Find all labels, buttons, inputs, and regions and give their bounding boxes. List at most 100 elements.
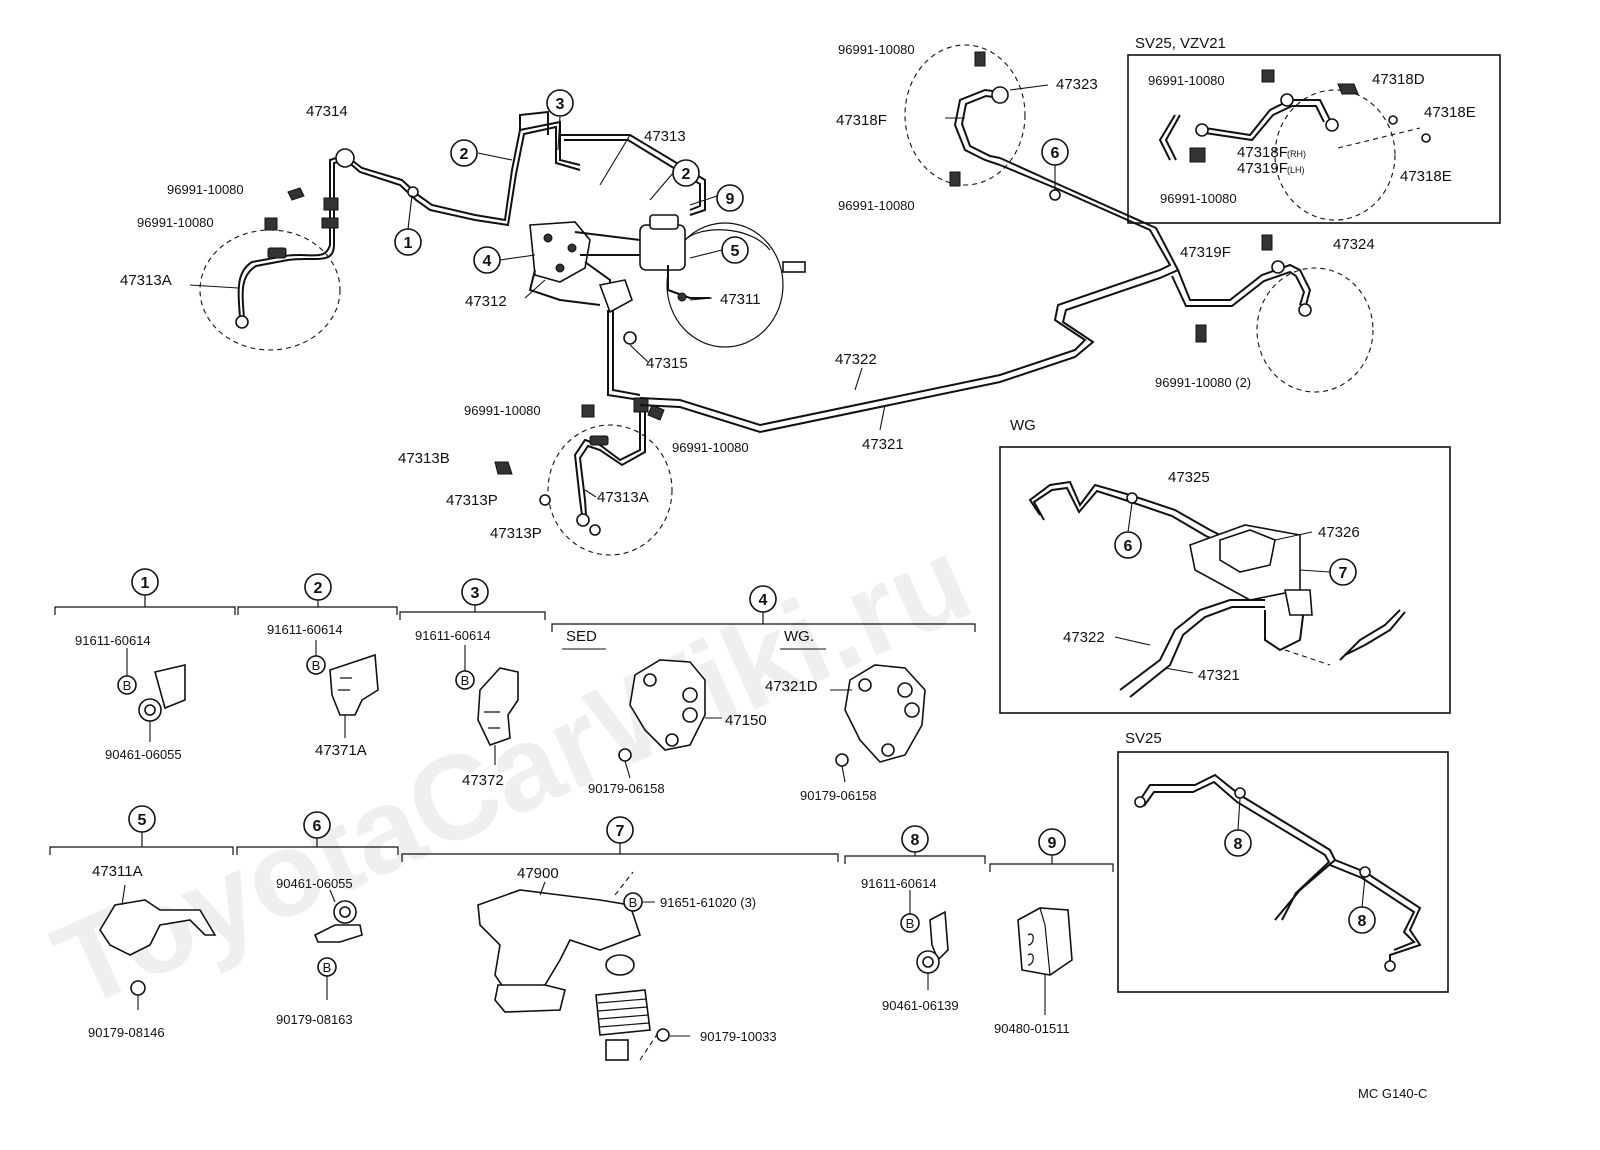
clip-96991 — [647, 404, 665, 421]
detail-6-leaders — [326, 889, 336, 1000]
brake-line-47315 — [607, 310, 641, 401]
sv25-leaders — [1237, 797, 1366, 908]
detail-callout-7-label: 7 — [616, 823, 625, 840]
label-sv25-96991-b: 96991-10080 — [1160, 191, 1237, 206]
label-96991-a: 96991-10080 — [167, 182, 244, 197]
rear-left-line-b — [960, 94, 1001, 159]
label-d8-clamp: 90461-06139 — [882, 998, 959, 1013]
detail-callout-2 — [304, 573, 332, 601]
label-wg-47321: 47321 — [1198, 667, 1240, 684]
inset-dashed-leader — [1337, 127, 1421, 149]
hose-union — [267, 247, 287, 259]
sv25-flare-nut — [1384, 960, 1396, 972]
inset-washer-47318E — [1421, 133, 1431, 143]
clamp — [623, 331, 637, 345]
wg-leaders — [1114, 502, 1331, 674]
label-47313A-low: 47313A — [597, 489, 649, 506]
callout-2 — [450, 139, 478, 167]
callout-6-label: 6 — [1051, 145, 1060, 162]
label-d8-bolt: 91611-60614 — [861, 876, 937, 891]
detail-callout-3-label: 3 — [471, 585, 480, 602]
label-d6-clamp: 90461-06055 — [276, 876, 353, 891]
label-47313: 47313 — [644, 128, 686, 145]
label-d9-clamp: 90480-01511 — [994, 1021, 1070, 1036]
label-47315: 47315 — [646, 355, 688, 372]
washer-47313P — [589, 524, 601, 536]
sv25-clamp-point — [1359, 866, 1371, 878]
detail-callout-8-label: 8 — [911, 832, 920, 849]
valve-47150-port — [643, 673, 657, 687]
label-d2-clamp: 47371A — [315, 742, 367, 759]
callout-2b-label: 2 — [682, 166, 691, 183]
wg-frame — [999, 446, 1451, 714]
detail-callout-9 — [1038, 828, 1066, 856]
valve-47150-port — [682, 687, 698, 703]
brace-4 — [551, 612, 976, 632]
label-d6-nut: 90179-08163 — [276, 1012, 353, 1027]
wg-callout-6-label: 6 — [1124, 538, 1133, 555]
brace-7 — [401, 843, 839, 862]
label-47321: 47321 — [862, 436, 904, 453]
clamp-loop-1-inner — [144, 704, 156, 716]
clip-96991 — [287, 187, 305, 201]
bolt-mark-7-label: B — [629, 895, 638, 910]
label-47325: 47325 — [1168, 469, 1210, 486]
wheel-cylinder-fitting — [991, 86, 1009, 104]
valve-47150-port — [682, 707, 698, 723]
callout-3-label: 3 — [556, 96, 565, 113]
label-d4-wg: WG. — [784, 628, 814, 645]
proportioning-valve — [529, 221, 591, 283]
brake-line-47321 — [639, 157, 1180, 434]
inset-line-stub — [1158, 114, 1181, 161]
clamp-plate-1 — [154, 663, 186, 710]
label-47313P-a: 47313P — [446, 492, 498, 509]
clip — [974, 51, 986, 67]
brace-5 — [49, 832, 234, 855]
detail-callout-1 — [131, 568, 159, 596]
front-left-flex-hose-b — [241, 210, 335, 319]
wg-line-47322 — [1119, 599, 1265, 691]
clamp-block-detail — [1027, 907, 1051, 976]
hose-bracket — [323, 197, 339, 211]
sv25-frame — [1117, 751, 1449, 993]
detail-8-leaders — [909, 890, 929, 990]
sv25-line-d — [1329, 864, 1416, 951]
booster-rod — [782, 261, 806, 273]
clip-96991 — [581, 404, 595, 418]
callout-1-label: 1 — [404, 235, 413, 252]
rear-right-line-b — [1171, 270, 1306, 307]
label-d7-valve: 47900 — [517, 865, 559, 882]
brake-line-loop — [519, 110, 549, 135]
bracket-47311A — [99, 899, 217, 956]
label-d5-bracket: 47311A — [92, 863, 143, 880]
bolt-mark-7 — [623, 892, 643, 912]
label-d2-bolt: 91611-60614 — [267, 622, 343, 637]
detail-3-leaders — [464, 645, 496, 765]
inset-frame — [1127, 54, 1501, 224]
label-sv25-96991-a: 96991-10080 — [1148, 73, 1225, 88]
label-d4-valve-wg: 47321D — [765, 678, 818, 695]
detail-1-leaders — [126, 648, 151, 742]
hose-nut — [321, 217, 339, 229]
detail-callout-6 — [303, 811, 331, 839]
label-96991-f: 96991-10080 — [838, 198, 915, 213]
callout-2-label: 2 — [460, 146, 469, 163]
detail-callout-3 — [461, 578, 489, 606]
label-47318F: 47318F — [836, 112, 887, 129]
inset-flare-nut — [1195, 123, 1209, 137]
detail-callout-2-label: 2 — [314, 580, 323, 597]
brace-1 — [54, 595, 236, 615]
hose-union — [589, 435, 609, 446]
wg-bracket — [1284, 589, 1313, 616]
brake-line-47313-b — [564, 139, 701, 211]
sv25-callout-8b-label: 8 — [1358, 913, 1367, 930]
label-47314: 47314 — [306, 103, 348, 120]
detail-7-leaders — [539, 881, 690, 1037]
detail-callout-7 — [606, 816, 634, 844]
label-96991-c: 96991-10080 — [464, 403, 541, 418]
label-47311: 47311 — [720, 291, 761, 308]
detail-7-dash — [614, 871, 661, 1061]
label-rh: (RH) — [1287, 149, 1306, 159]
wg-line-rear — [1264, 599, 1306, 652]
